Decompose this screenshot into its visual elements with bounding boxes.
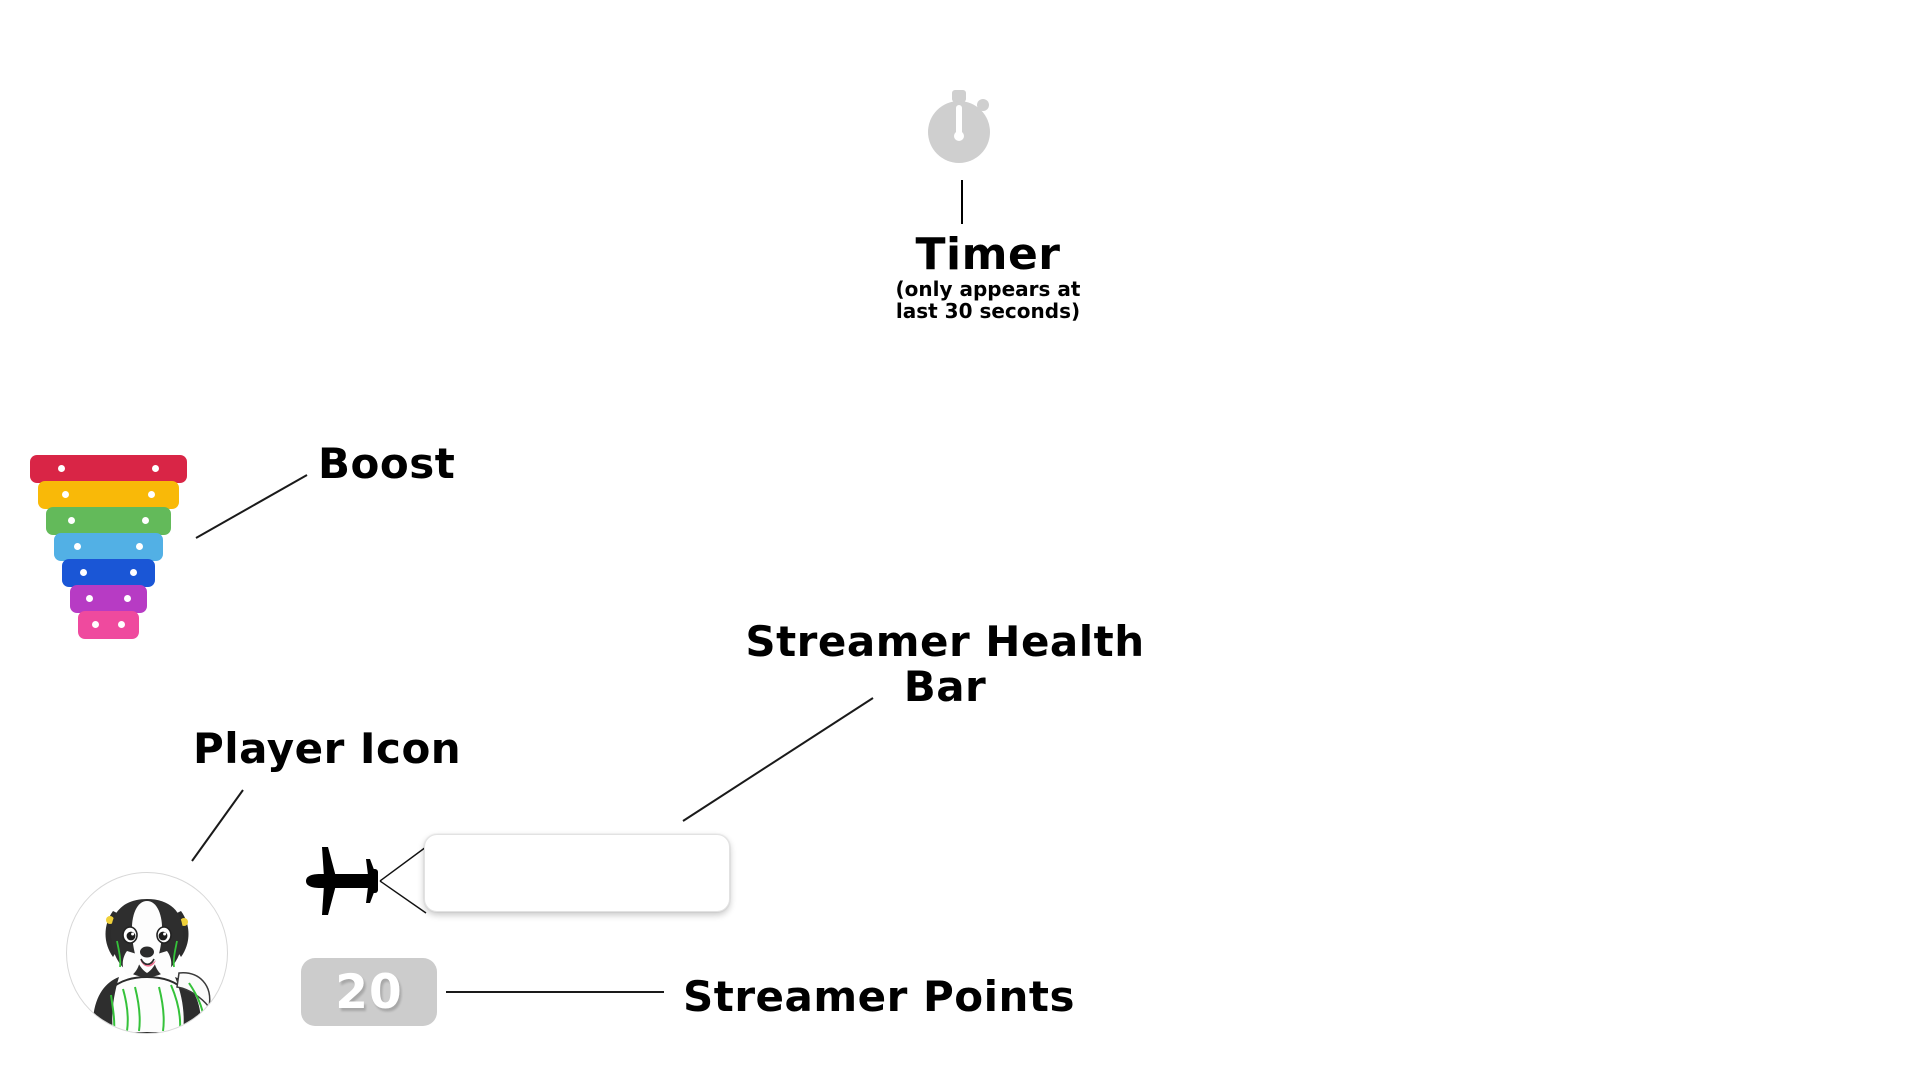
boost-bar-6[interactable] (70, 585, 147, 613)
player-avatar[interactable] (66, 872, 228, 1034)
streamer-health-bar-label: Streamer Health Bar (745, 617, 1145, 711)
boost-bar-dot (92, 621, 99, 628)
streamer-points-badge[interactable]: 20 (301, 958, 437, 1026)
boost-bar-3[interactable] (46, 507, 171, 535)
boost-bar-dot (142, 517, 149, 524)
boost-bar-dot (80, 569, 87, 576)
boost-bar-dot (152, 465, 159, 472)
boost-bar-dot (130, 569, 137, 576)
boost-bar-dot (86, 595, 93, 602)
streamer-points-value: 20 (335, 964, 403, 1020)
player-icon-label: Player Icon (193, 724, 462, 773)
leader-line-boost (195, 474, 308, 539)
boost-bar-dot (136, 543, 143, 550)
boost-widget[interactable] (30, 425, 210, 665)
boost-bar-7[interactable] (78, 611, 139, 639)
timer-label: Timer (915, 229, 1061, 280)
boost-bar-dot (58, 465, 65, 472)
leader-line-player (191, 789, 244, 862)
stopwatch-icon (920, 88, 998, 166)
boost-bar-4[interactable] (54, 533, 163, 561)
boost-bar-1[interactable] (30, 455, 187, 483)
boost-bar-dot (124, 595, 131, 602)
timer-sublabel: (only appears at last 30 seconds) (895, 277, 1081, 324)
airplane-icon (302, 845, 388, 917)
boost-bar-dot (148, 491, 155, 498)
dog-avatar-icon (68, 874, 226, 1033)
boost-bar-dot (68, 517, 75, 524)
streamer-health-bar[interactable] (424, 834, 730, 912)
boost-bar-5[interactable] (62, 559, 155, 587)
leader-line-health (682, 697, 874, 822)
boost-bar-dot (62, 491, 69, 498)
boost-bar-dot (118, 621, 125, 628)
boost-label: Boost (318, 439, 456, 488)
boost-bar-2[interactable] (38, 481, 179, 509)
boost-bar-dot (74, 543, 81, 550)
streamer-points-label: Streamer Points (683, 972, 1075, 1021)
